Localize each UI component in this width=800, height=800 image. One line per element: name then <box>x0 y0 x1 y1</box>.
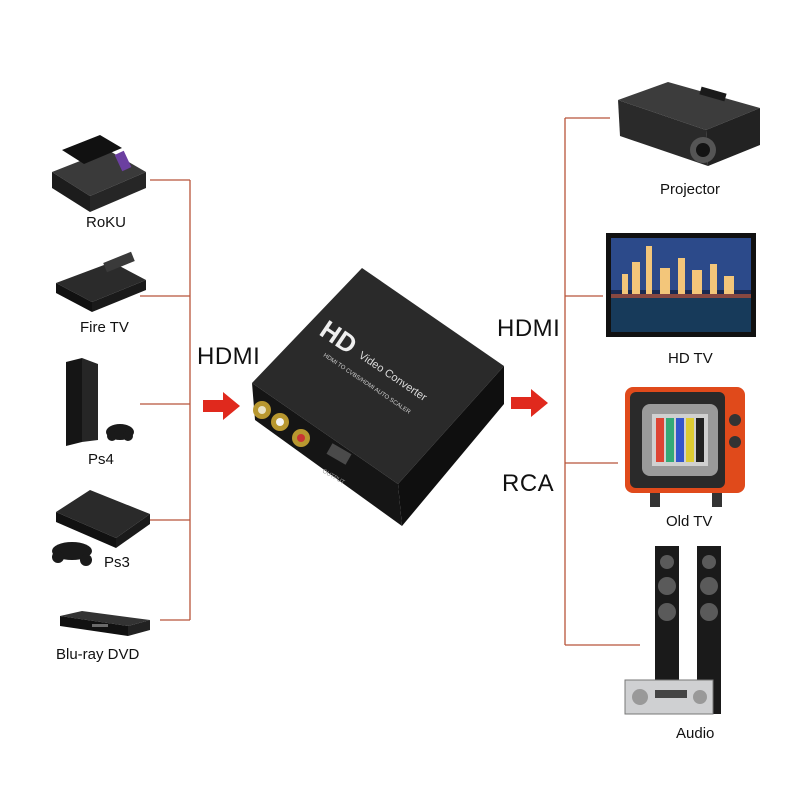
output-signal-label-rca: RCA <box>502 470 555 497</box>
output-label-projector: Projector <box>660 181 721 198</box>
output-arrow-icon <box>511 389 548 417</box>
ps4-console-icon <box>66 358 134 446</box>
bluray-player-icon <box>60 611 150 636</box>
source-label-ps4: Ps4 <box>88 451 114 468</box>
source-label-roku: RoKU <box>86 214 127 231</box>
output-connector-lines <box>564 117 640 646</box>
old-tv-icon <box>625 387 745 507</box>
fire-tv-box-icon <box>56 251 146 312</box>
output-label-audio: Audio <box>676 725 715 742</box>
projector-icon <box>618 82 760 166</box>
output-signal-label-hdmi: HDMI <box>497 315 561 342</box>
roku-box-icon <box>52 135 146 212</box>
source-label-ps3: Ps3 <box>104 554 130 571</box>
converter-device-icon <box>252 268 504 526</box>
output-label-hd-tv: HD TV <box>668 350 713 367</box>
ps3-console-icon <box>52 490 150 566</box>
hd-tv-icon <box>606 233 756 337</box>
source-label-bluray: Blu-ray DVD <box>56 646 140 663</box>
source-label-fire-tv: Fire TV <box>80 319 129 336</box>
output-label-old-tv: Old TV <box>666 513 713 530</box>
audio-speakers-icon <box>624 546 721 715</box>
input-connector-lines <box>140 179 191 621</box>
input-signal-label: HDMI <box>197 343 261 370</box>
input-arrow-icon <box>203 392 240 420</box>
